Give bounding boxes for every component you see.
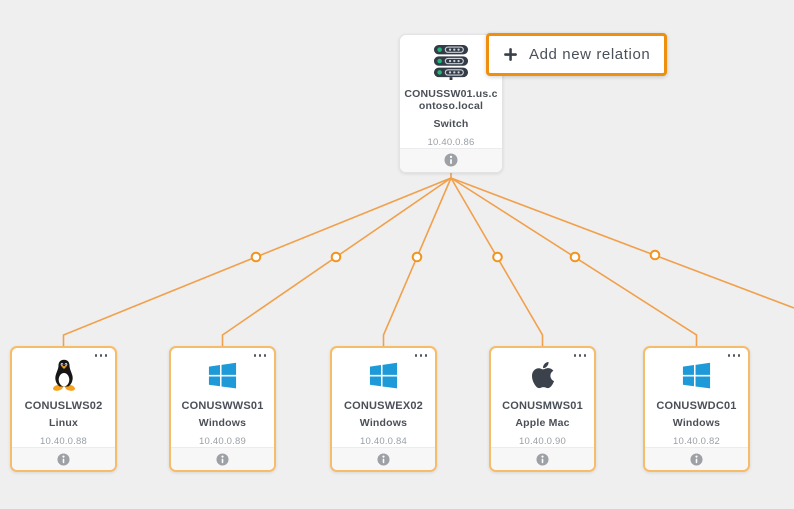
node-menu-button[interactable] (94, 354, 107, 357)
node-menu-button[interactable] (573, 354, 586, 357)
node-conuswex02[interactable]: CONUSWEX02 Windows 10.40.0.84 (330, 346, 437, 472)
windows-icon (368, 358, 399, 393)
info-icon[interactable] (216, 453, 229, 466)
windows-icon (681, 358, 712, 393)
relation-midpoint-handle[interactable] (250, 251, 262, 263)
info-icon[interactable] (690, 453, 703, 466)
apple-icon (531, 358, 555, 393)
add-new-relation-label: Add new relation (529, 46, 651, 63)
node-name: CONUSWDC01 (656, 399, 737, 412)
node-menu-button[interactable] (253, 354, 266, 357)
node-footer (491, 447, 594, 470)
windows-icon (207, 358, 238, 393)
info-icon[interactable] (444, 153, 458, 167)
node-root-switch[interactable]: CONUSSW01.us.contoso.local Switch 10.40.… (399, 34, 503, 173)
node-footer (12, 447, 115, 470)
connection-line (450, 177, 544, 348)
switch-icon (432, 44, 470, 81)
node-conuswws01[interactable]: CONUSWWS01 Windows 10.40.0.89 (169, 346, 276, 472)
node-ip: 10.40.0.84 (360, 436, 407, 448)
node-os: Windows (198, 417, 247, 430)
node-name: CONUSMWS01 (502, 399, 583, 412)
plus-icon (504, 48, 517, 61)
relation-midpoint-handle[interactable] (569, 251, 581, 263)
node-conuswdc01[interactable]: CONUSWDC01 Windows 10.40.0.82 (643, 346, 750, 472)
node-menu-button[interactable] (727, 354, 740, 357)
node-ip: 10.40.0.90 (519, 436, 566, 448)
node-ip: 10.40.0.88 (40, 436, 87, 448)
node-conusmws01[interactable]: CONUSMWS01 Apple Mac 10.40.0.90 (489, 346, 596, 472)
node-ip: 10.40.0.86 (427, 136, 475, 148)
connection-line (221, 177, 452, 348)
node-name: CONUSWWS01 (181, 399, 264, 412)
connection-line (62, 177, 452, 348)
node-footer (645, 447, 748, 470)
info-icon[interactable] (57, 453, 70, 466)
node-footer (332, 447, 435, 470)
node-conuslws02[interactable]: CONUSLWS02 Linux 10.40.0.88 (10, 346, 117, 472)
relation-midpoint-handle[interactable] (330, 251, 342, 263)
relation-midpoint-handle[interactable] (492, 251, 503, 263)
node-os: Windows (672, 417, 721, 430)
info-icon[interactable] (536, 453, 549, 466)
relation-midpoint-handle[interactable] (649, 249, 661, 261)
add-new-relation-button[interactable]: Add new relation (486, 33, 667, 76)
node-name: CONUSWEX02 (343, 399, 424, 412)
node-os: Linux (49, 417, 78, 430)
node-type: Switch (433, 117, 469, 130)
node-os: Windows (359, 417, 408, 430)
node-footer (171, 447, 274, 470)
linux-tux-icon (49, 358, 79, 393)
node-ip: 10.40.0.89 (199, 436, 246, 448)
node-name: CONUSLWS02 (24, 399, 103, 412)
connection-line (450, 177, 698, 348)
node-menu-button[interactable] (414, 354, 427, 357)
node-ip: 10.40.0.82 (673, 436, 720, 448)
connection-line (382, 177, 452, 348)
node-name: CONUSSW01.us.contoso.local (404, 87, 498, 113)
info-icon[interactable] (377, 453, 390, 466)
node-os: Apple Mac (515, 417, 570, 430)
connection-line-offscreen (450, 177, 794, 309)
node-footer (400, 147, 502, 172)
relation-midpoint-handle[interactable] (411, 251, 423, 263)
